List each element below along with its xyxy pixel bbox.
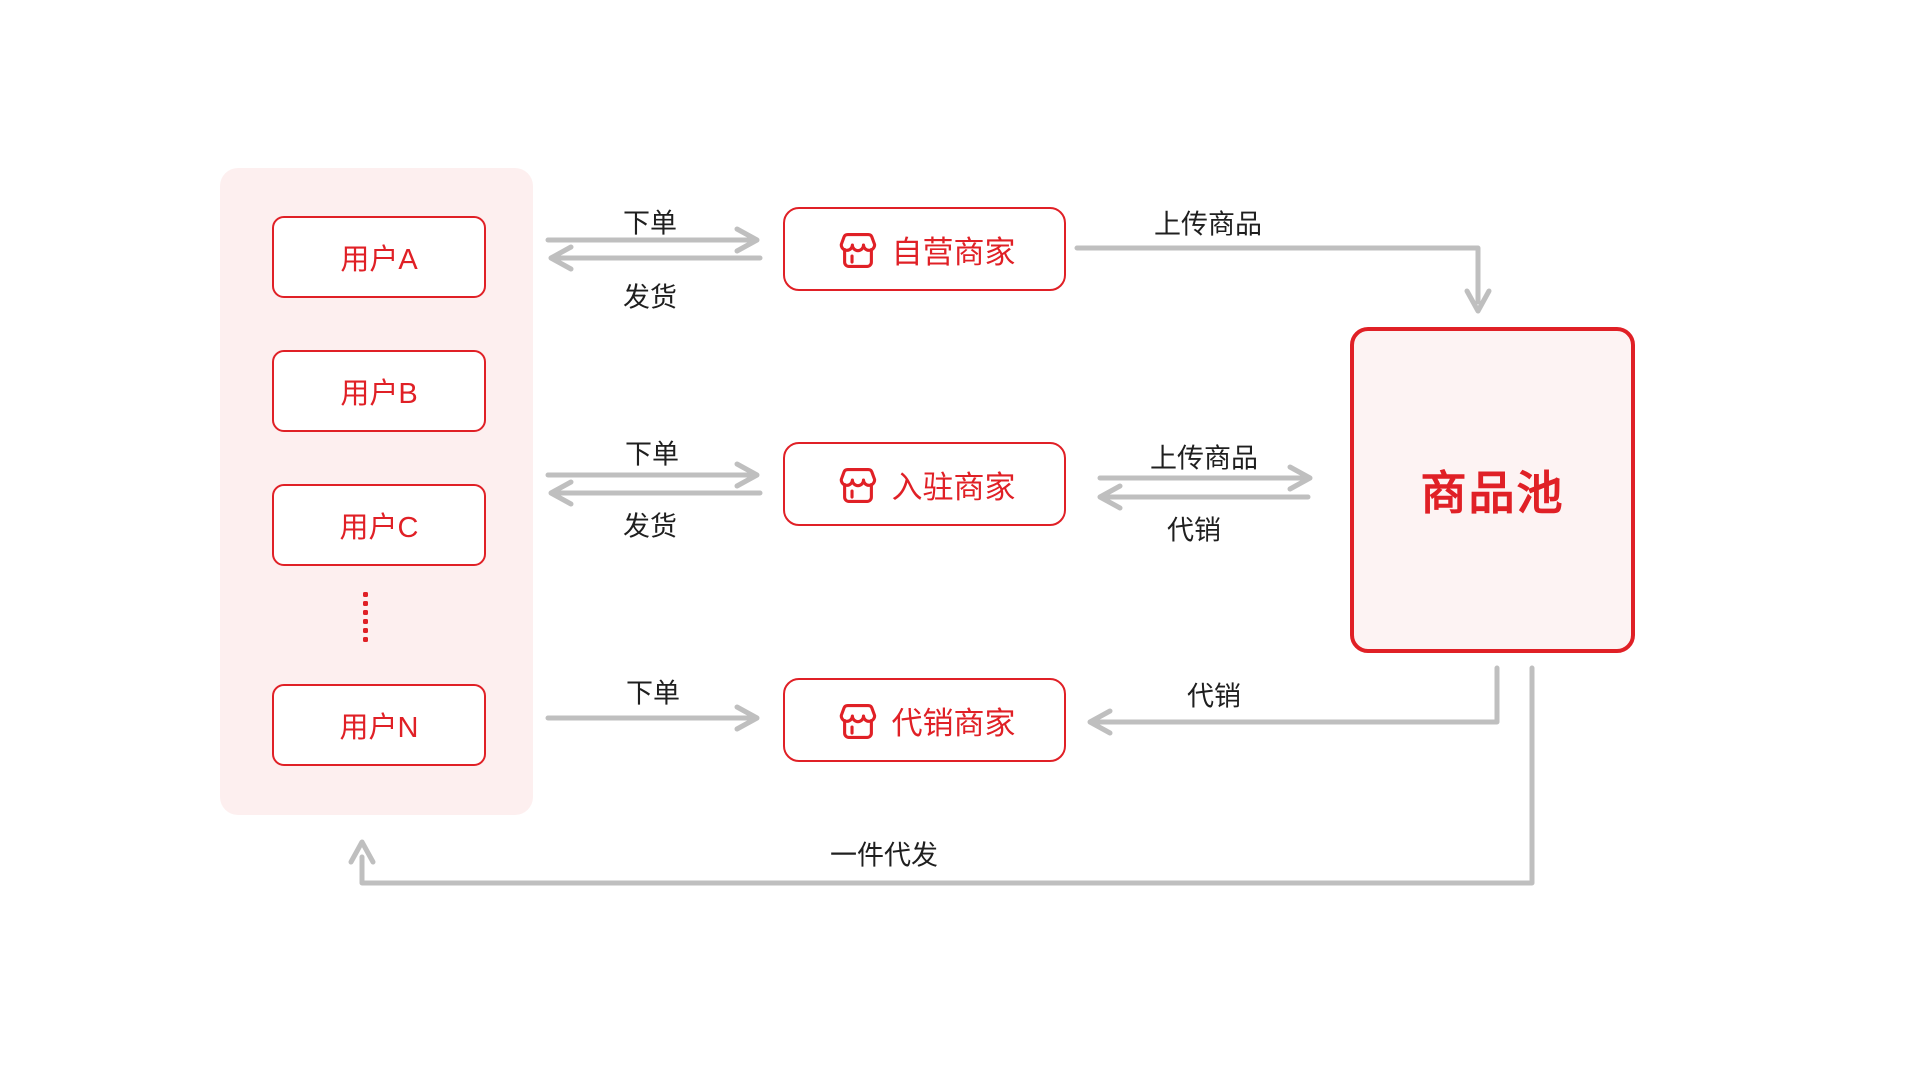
arrow-upload-row1 <box>1074 245 1492 314</box>
merchant-settled-label: 入驻商家 <box>891 469 1016 505</box>
edge-label-consign-row2: 代销 <box>1167 515 1221 546</box>
storefront-icon <box>839 232 876 268</box>
arrow-consign-row2 <box>1097 483 1311 511</box>
edge-label-upload-row2: 上传商品 <box>1150 443 1258 474</box>
edge-label-upload-row1: 上传商品 <box>1154 209 1262 240</box>
product-pool-label: 商品池 <box>1420 467 1565 519</box>
user-a-label: 用户A <box>340 244 418 276</box>
arrow-dropship <box>348 665 1535 886</box>
user-c-node: 用户C <box>272 484 486 566</box>
storefront-icon <box>839 467 876 503</box>
edge-label-order-row3: 下单 <box>626 678 680 709</box>
edge-label-order-row1: 下单 <box>623 208 677 239</box>
arrow-order-row3 <box>545 704 760 732</box>
arrow-upload-row2 <box>1097 464 1313 492</box>
arrow-order-row1 <box>545 226 760 254</box>
merchant-consignment-node: 代销商家 <box>783 678 1066 762</box>
user-n-label: 用户N <box>339 712 419 744</box>
merchant-self-operated-node: 自营商家 <box>783 207 1066 291</box>
user-a-node: 用户A <box>272 216 486 298</box>
merchant-settled-node: 入驻商家 <box>783 442 1066 526</box>
user-n-node: 用户N <box>272 684 486 766</box>
merchant-self-operated-label: 自营商家 <box>891 234 1016 270</box>
product-pool-node: 商品池 <box>1350 327 1635 653</box>
user-c-label: 用户C <box>339 512 419 544</box>
merchant-consignment-label: 代销商家 <box>891 705 1016 741</box>
arrow-order-row2 <box>545 461 760 489</box>
user-b-node: 用户B <box>272 350 486 432</box>
edge-label-ship-row1: 发货 <box>623 282 677 313</box>
ellipsis-dots <box>353 592 377 642</box>
storefront-icon <box>839 703 876 739</box>
arrow-ship-row2 <box>548 479 763 507</box>
arrow-consign-row3 <box>1087 665 1500 736</box>
edge-label-consign-row3: 代销 <box>1187 681 1241 712</box>
user-b-label: 用户B <box>340 378 418 410</box>
edge-label-ship-row2: 发货 <box>623 511 677 542</box>
arrow-ship-row1 <box>548 244 763 272</box>
edge-label-dropship: 一件代发 <box>830 840 938 871</box>
edge-label-order-row2: 下单 <box>625 439 679 470</box>
